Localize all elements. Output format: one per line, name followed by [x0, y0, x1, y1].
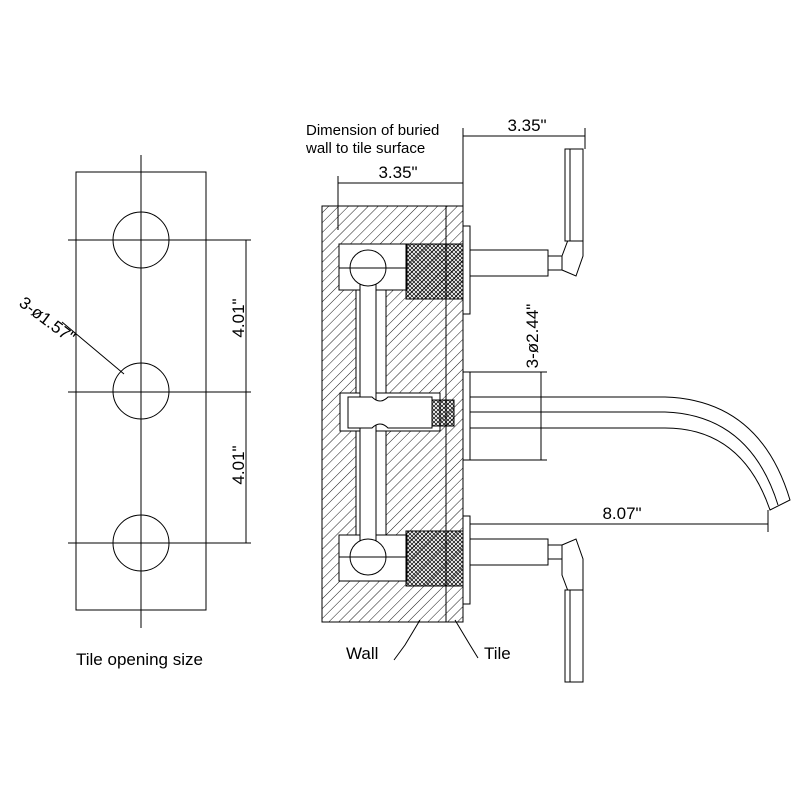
lower-handle-lever [564, 589, 584, 683]
spacing-upper-label: 4.01" [229, 298, 248, 337]
lower-handle-elbow [561, 538, 584, 592]
tile-opening-size-label: Tile opening size [76, 650, 203, 669]
spout-thread [431, 399, 455, 427]
upper-rosette [462, 225, 471, 315]
section-view: 3.35" 3.35" Dimension of buried wall to … [305, 116, 791, 683]
tile-leader [454, 619, 479, 659]
tile-label: Tile [484, 644, 511, 663]
spout-reach-label: 8.07" [602, 504, 641, 523]
upper-handle-stem [469, 249, 549, 277]
hole-diameter-leader [61, 321, 125, 375]
buried-depth-label: 3.35" [378, 163, 417, 182]
handle-offset-label: 3.35" [507, 116, 546, 135]
rosette-diameter-label: 3-ø2.44" [523, 304, 542, 369]
upper-handle-lever [564, 148, 584, 242]
upper-valve-body [405, 243, 464, 300]
tile-opening-view: 4.01" 4.01" 3-ø1.57" Tile opening size [16, 155, 251, 669]
spout [469, 396, 791, 511]
lower-handle-stem [469, 538, 549, 566]
buried-dimension-caption-1: Dimension of buried [306, 122, 439, 139]
buried-dimension-caption-2: wall to tile surface [305, 140, 425, 157]
lower-valve-body [405, 530, 464, 587]
lower-rosette [462, 515, 471, 605]
spout-connector [347, 396, 433, 429]
upper-handle-elbow [561, 239, 584, 277]
wall-label: Wall [346, 644, 378, 663]
hole-top [112, 211, 170, 269]
hole-diameter-label: 3-ø1.57" [16, 293, 79, 347]
hole-middle [112, 362, 170, 420]
wall-leader [393, 619, 421, 661]
hole-bottom [112, 514, 170, 572]
spacing-lower-label: 4.01" [229, 445, 248, 484]
middle-rosette [462, 371, 471, 461]
